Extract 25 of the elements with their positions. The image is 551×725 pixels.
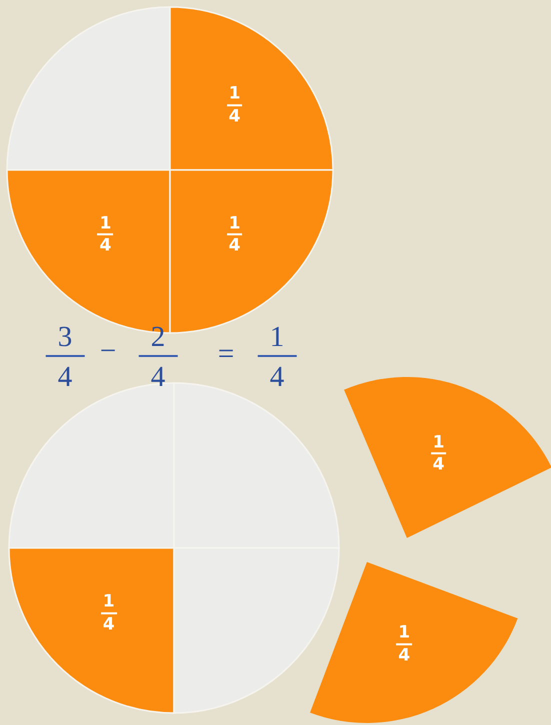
fraction-denominator: 4 bbox=[432, 454, 444, 474]
quarter-sector bbox=[344, 377, 551, 538]
fraction-numerator: 1 bbox=[396, 623, 412, 646]
fraction-denominator: 4 bbox=[150, 363, 166, 392]
fraction-numerator: 1 bbox=[100, 592, 117, 614]
fraction-numerator: 1 bbox=[226, 84, 242, 106]
fraction-numerator: 1 bbox=[258, 323, 296, 357]
fraction-denominator: 4 bbox=[270, 363, 284, 392]
quarter-sector bbox=[9, 548, 174, 713]
fraction-denominator: 4 bbox=[228, 106, 240, 126]
fraction-denominator: 4 bbox=[100, 236, 112, 256]
quarter-sector bbox=[174, 548, 339, 713]
quarter-sector bbox=[170, 7, 333, 170]
fraction-denominator: 4 bbox=[102, 614, 115, 634]
fraction-denominator: 4 bbox=[398, 645, 410, 665]
fraction-denominator: 4 bbox=[58, 363, 72, 392]
quarter-sector bbox=[7, 7, 170, 170]
fraction-numerator: 3 bbox=[46, 323, 84, 357]
quarter-sector bbox=[310, 562, 518, 723]
fraction-numerator: 1 bbox=[226, 214, 242, 236]
minus-sign: − bbox=[100, 337, 116, 366]
equals-sign: = bbox=[218, 340, 234, 369]
fraction-denominator: 4 bbox=[228, 236, 240, 256]
fraction-numerator: 1 bbox=[98, 214, 114, 236]
fraction-numerator: 1 bbox=[430, 432, 446, 455]
